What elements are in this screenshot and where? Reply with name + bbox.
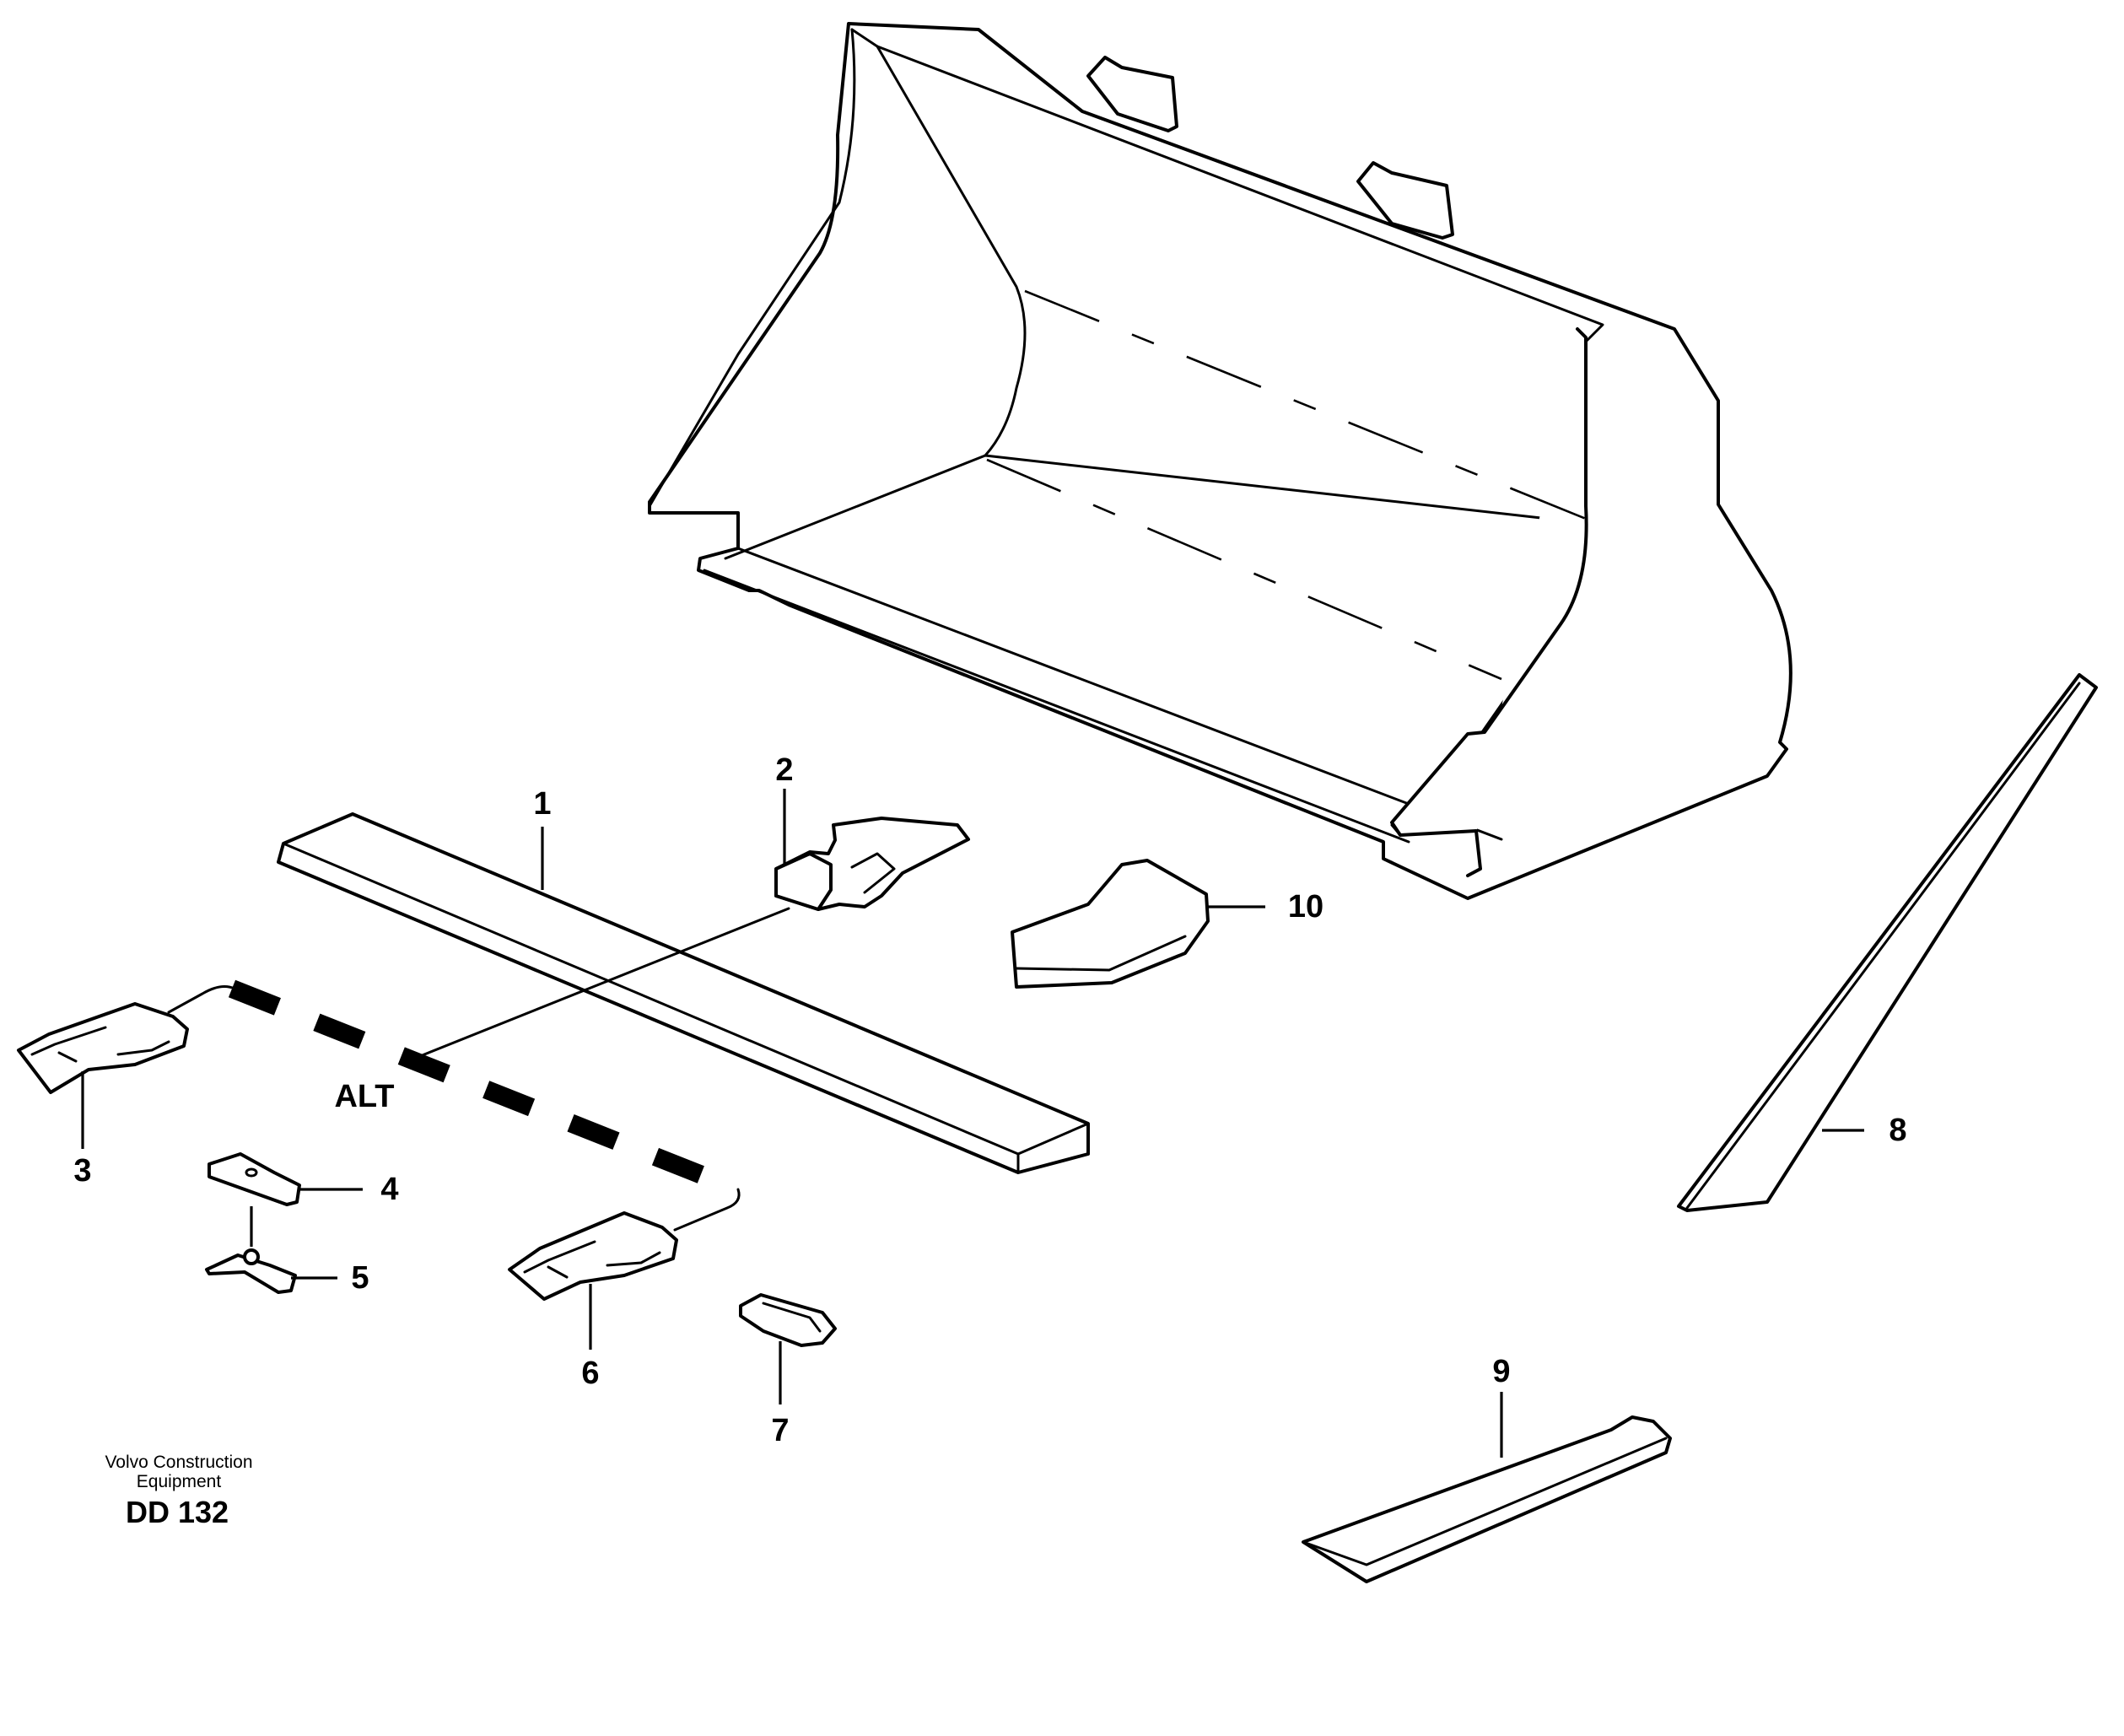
part-9-wear-plate: [1302, 1415, 1672, 1583]
callout-3: 3: [73, 1153, 91, 1189]
part-2-adapter: [774, 817, 970, 911]
part-1-cutting-edge: [277, 812, 1090, 1174]
callout-2: 2: [775, 752, 793, 788]
alt-link-curve-right: [673, 1188, 741, 1232]
part-8-side-edge: [1677, 673, 2098, 1212]
part-4-retainer: [208, 1152, 301, 1206]
alt-link-curve-left: [167, 985, 236, 1014]
leader-lines: [81, 789, 1864, 1458]
callout-7: 7: [771, 1413, 789, 1448]
diagram-code: DD 132: [126, 1495, 229, 1529]
callout-5: 5: [351, 1260, 369, 1296]
part-5-lock: [205, 1248, 297, 1294]
part-3-tooth: [17, 1002, 189, 1094]
part-6-tooth: [508, 1211, 678, 1301]
company-name-line1: Volvo Construction: [105, 1453, 252, 1472]
callout-8: 8: [1889, 1113, 1906, 1148]
alt-link-to-adapter: [402, 907, 790, 1065]
callout-1: 1: [533, 786, 551, 822]
alt-label: ALT: [334, 1079, 394, 1114]
company-name-line2: Equipment: [137, 1472, 222, 1491]
part-7-clip: [739, 1293, 837, 1347]
callout-9: 9: [1492, 1354, 1510, 1389]
callout-4: 4: [380, 1172, 398, 1207]
callout-10: 10: [1288, 889, 1323, 925]
callout-6: 6: [581, 1356, 599, 1391]
bucket: [648, 22, 1792, 900]
part-10-side-plate: [1011, 859, 1210, 989]
